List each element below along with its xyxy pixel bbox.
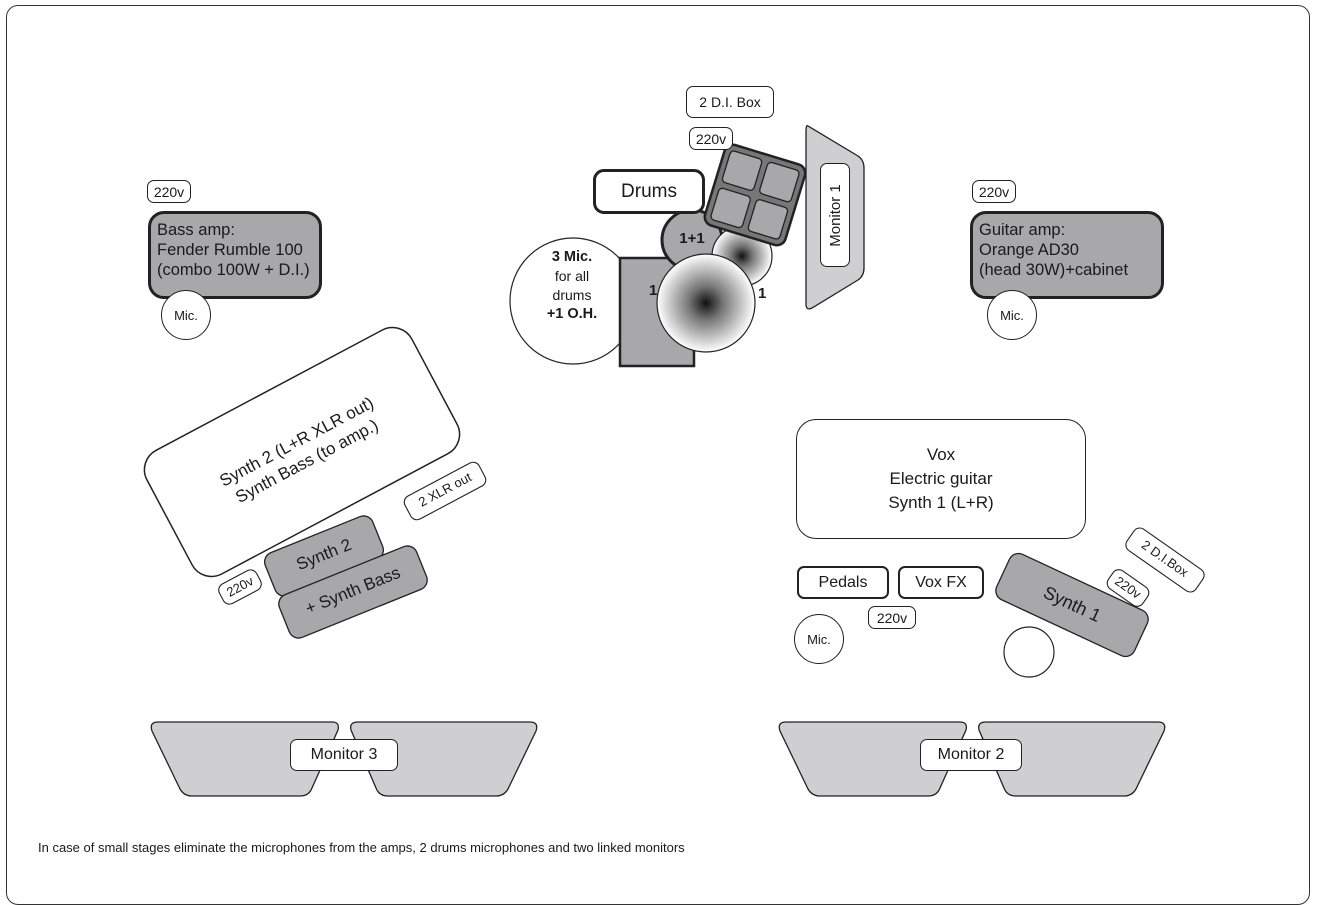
kick-drum bbox=[656, 253, 756, 353]
monitor-2-right bbox=[978, 721, 1166, 797]
monitor-3-right bbox=[350, 721, 538, 797]
bass-power-tag: 220v bbox=[147, 180, 191, 203]
pedals-box: Pedals bbox=[797, 566, 889, 599]
synth2-xlr-tag bbox=[403, 461, 487, 521]
synth1-keyboard bbox=[995, 552, 1149, 658]
bass-amp-line3: (combo 100W + D.I.) bbox=[157, 261, 310, 279]
synth1-power-tag bbox=[1106, 569, 1150, 607]
drum-pad bbox=[703, 143, 807, 247]
monitor-2-left bbox=[778, 721, 968, 797]
footnote: In case of small stages eliminate the mi… bbox=[38, 840, 685, 855]
drum-mics-line2: for all bbox=[554, 268, 590, 284]
guitar-amp-line3: (head 30W)+cabinet bbox=[979, 261, 1129, 279]
drum-mics-line4: +1 O.H. bbox=[546, 306, 598, 322]
guitar-amp-line1: Guitar amp: bbox=[979, 221, 1066, 239]
guitar-mic: Mic. bbox=[987, 290, 1037, 340]
stage-plot bbox=[143, 124, 1205, 797]
synth1-mic-circle bbox=[1003, 626, 1055, 678]
drums-title: Drums bbox=[593, 169, 705, 214]
drum-mics-line1: 3 Mic. bbox=[551, 249, 593, 265]
synth2-position-box bbox=[143, 326, 461, 578]
drum-mics-line3: drums bbox=[552, 287, 592, 303]
front-right-line3: Synth 1 (L+R) bbox=[888, 493, 994, 512]
monitor-1-label: Monitor 1 bbox=[820, 163, 850, 267]
rack-tom-label: 1+1 bbox=[679, 230, 705, 247]
bass-amp-line2: Fender Rumble 100 bbox=[157, 241, 303, 259]
vox-fx-box: Vox FX bbox=[898, 566, 984, 599]
front-right-position-box: Vox Electric guitar Synth 1 (L+R) bbox=[796, 419, 1086, 539]
bass-mic: Mic. bbox=[161, 290, 211, 340]
front-right-power-tag: 220v bbox=[868, 606, 916, 629]
kick-left-label: 1 bbox=[649, 282, 658, 299]
guitar-amp: Guitar amp: Orange AD30 (head 30W)+cabin… bbox=[970, 211, 1164, 299]
drums-power-tag: 220v bbox=[689, 127, 733, 150]
guitar-amp-line2: Orange AD30 bbox=[979, 241, 1079, 259]
front-right-line2: Electric guitar bbox=[889, 469, 993, 488]
synth2-power-tag bbox=[218, 569, 262, 605]
kick-right-label: 1 bbox=[758, 285, 767, 302]
bass-amp: Bass amp: Fender Rumble 100 (combo 100W … bbox=[148, 211, 322, 299]
drums-di-box-tag: 2 D.I. Box bbox=[686, 86, 774, 118]
monitor-3-label: Monitor 3 bbox=[290, 739, 398, 771]
monitor-1-text: Monitor 1 bbox=[826, 183, 844, 247]
bass-amp-line1: Bass amp: bbox=[157, 221, 235, 239]
front-right-mic: Mic. bbox=[794, 614, 844, 664]
synth2-keyboard-bottom bbox=[278, 545, 428, 639]
front-right-di-tag bbox=[1125, 527, 1205, 593]
guitar-power-tag: 220v bbox=[972, 180, 1016, 203]
front-right-line1: Vox bbox=[926, 445, 956, 464]
monitor-2-label: Monitor 2 bbox=[920, 739, 1022, 771]
